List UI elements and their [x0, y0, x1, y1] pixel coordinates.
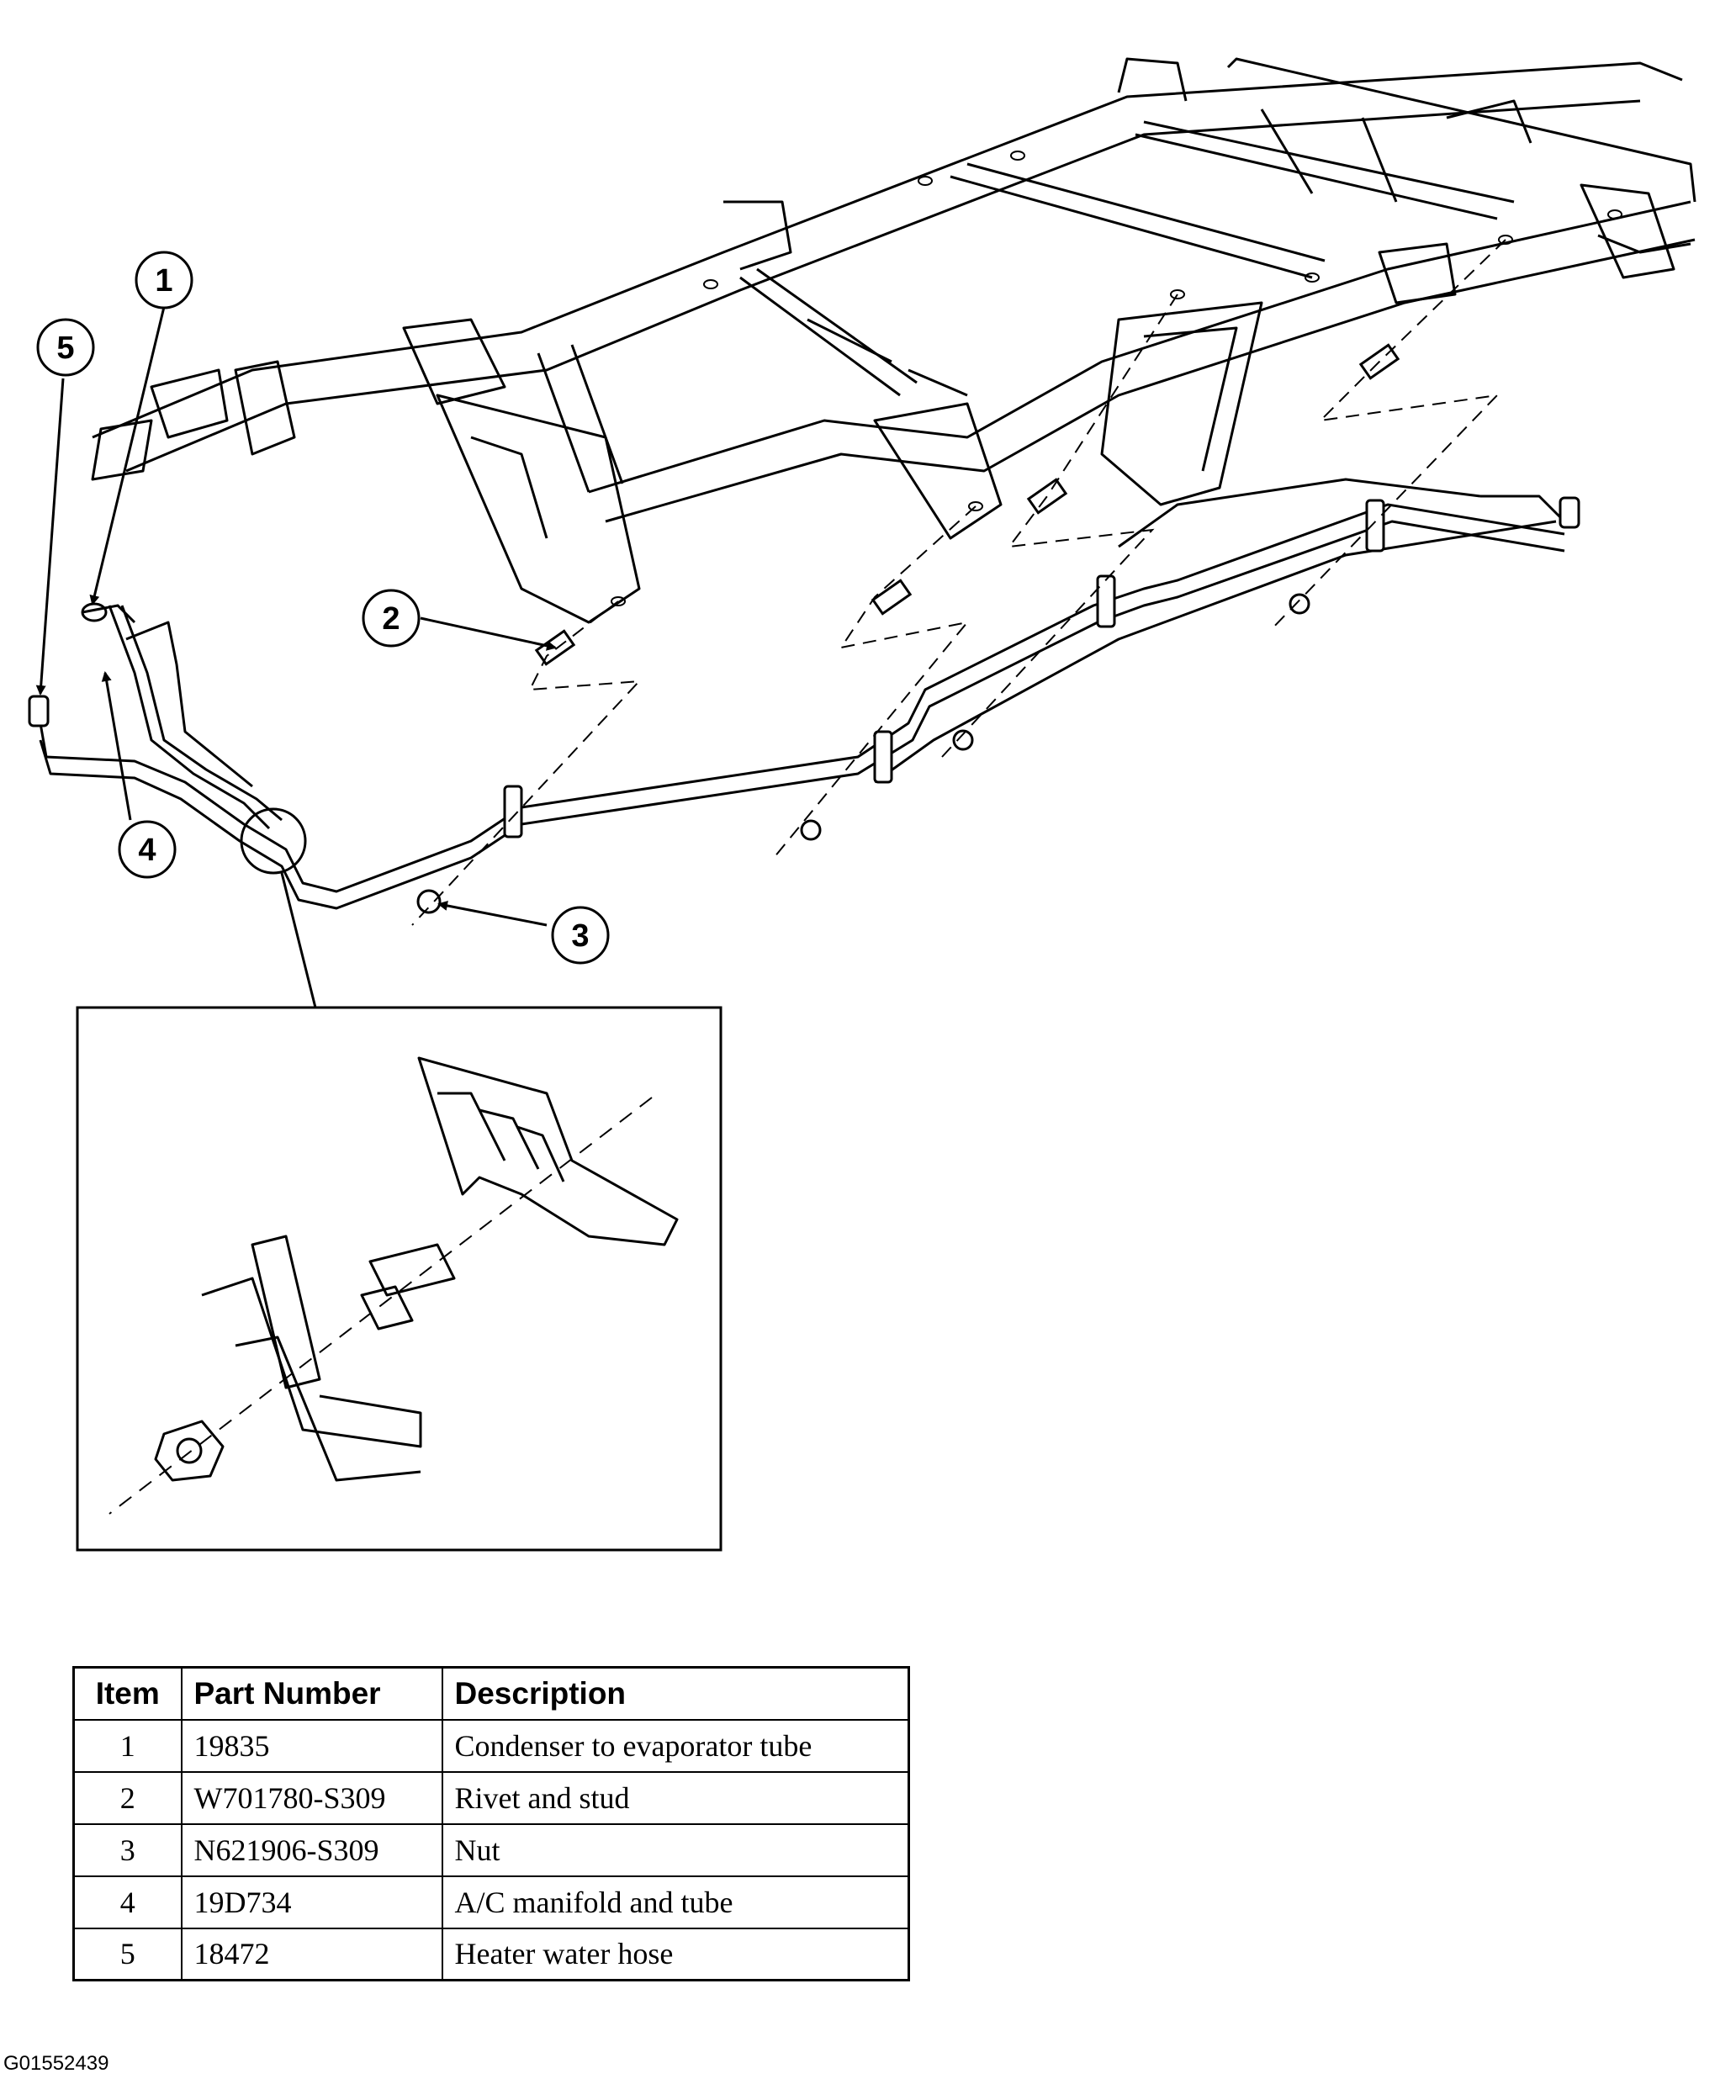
cell-part-number: 18472	[180, 1927, 443, 1981]
nut	[952, 729, 974, 751]
figure-id: G01552439	[3, 2052, 109, 2075]
cell-part-number: W701780-S309	[180, 1770, 443, 1825]
callout-1: 1	[135, 251, 193, 309]
table-row: 1 19835 Condenser to evaporator tube	[72, 1718, 910, 1773]
callout-4-label: 4	[138, 833, 156, 868]
table-row: 4 19D734 A/C manifold and tube	[72, 1875, 910, 1929]
cell-item: 1	[72, 1718, 183, 1773]
callouts: 1 2 3 4 5	[36, 251, 610, 965]
cell-description: Nut	[441, 1822, 910, 1877]
callout-3: 3	[551, 906, 610, 965]
parts-table: Item Part Number Description 1 19835 Con…	[72, 1666, 910, 1981]
vehicle-frame	[91, 57, 1696, 624]
stud	[871, 579, 913, 616]
cell-description: Heater water hose	[441, 1927, 910, 1981]
cell-description: Rivet and stud	[441, 1770, 910, 1825]
tube-clips	[28, 496, 1580, 838]
nut	[800, 819, 822, 841]
ac-tubes	[39, 478, 1566, 910]
cell-description: Condenser to evaporator tube	[441, 1718, 910, 1773]
callout-5: 5	[36, 318, 95, 377]
cell-part-number: 19D734	[180, 1875, 443, 1929]
alignment-lines	[285, 239, 1506, 1111]
callout-2-label: 2	[382, 601, 400, 637]
cell-item: 2	[72, 1770, 183, 1825]
table-row: 5 18472 Heater water hose	[72, 1927, 910, 1981]
detail-inset	[76, 1006, 722, 1552]
table-row: 2 W701780-S309 Rivet and stud	[72, 1770, 910, 1825]
header-item: Item	[72, 1666, 183, 1721]
stud	[1026, 478, 1068, 515]
cell-part-number: 19835	[180, 1718, 443, 1773]
callout-2: 2	[362, 589, 421, 648]
nut	[1289, 593, 1310, 615]
callout-1-label: 1	[155, 263, 172, 299]
callout-3-label: 3	[571, 918, 589, 954]
callout-leaders	[35, 306, 557, 927]
callout-4: 4	[118, 820, 177, 879]
callout-5-label: 5	[56, 331, 74, 366]
cell-item: 5	[72, 1927, 183, 1981]
table-row: 3 N621906-S309 Nut	[72, 1822, 910, 1877]
header-description: Description	[441, 1666, 910, 1721]
detail-view-marker	[240, 807, 317, 1008]
frame-holes	[611, 151, 1622, 606]
cell-part-number: N621906-S309	[180, 1822, 443, 1877]
header-part-number: Part Number	[180, 1666, 443, 1721]
nut	[416, 889, 442, 914]
cell-description: A/C manifold and tube	[441, 1875, 910, 1929]
cell-item: 3	[72, 1822, 183, 1877]
cell-item: 4	[72, 1875, 183, 1929]
table-header-row: Item Part Number Description	[72, 1666, 910, 1721]
